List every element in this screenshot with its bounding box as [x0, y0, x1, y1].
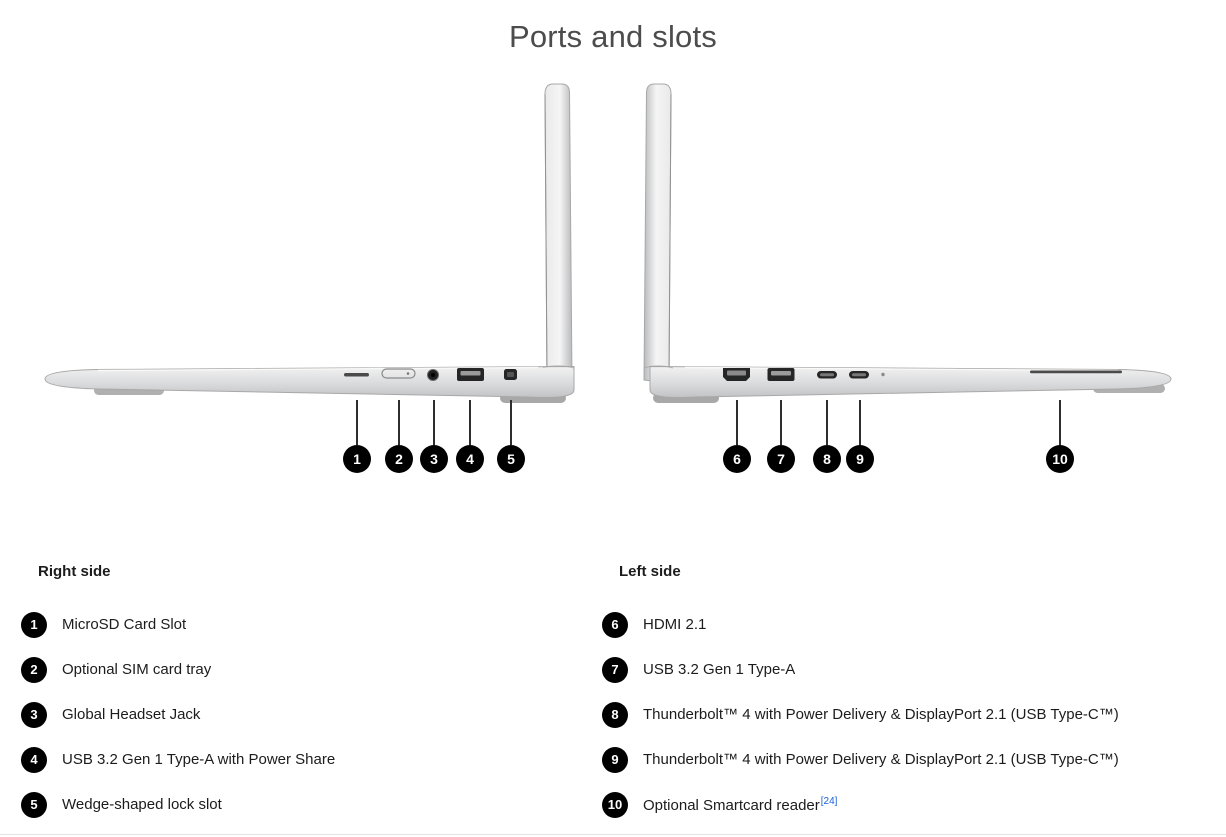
- headset-jack-hole: [431, 373, 435, 377]
- callout-3: 3: [420, 400, 448, 473]
- item-label: Thunderbolt™ 4 with Power Delivery & Dis…: [643, 751, 1119, 768]
- legend-item-10: 10 Optional Smartcard reader[24]: [602, 782, 1222, 827]
- item-label: Thunderbolt™ 4 with Power Delivery & Dis…: [643, 706, 1119, 723]
- footnote-link[interactable]: [24]: [820, 795, 838, 807]
- item-number-badge: 9: [602, 746, 628, 773]
- item-number-badge: 1: [21, 611, 47, 638]
- item-label: Optional SIM card tray: [62, 661, 212, 678]
- left-side-view-laptop-illustration: [643, 83, 1172, 403]
- microsd-card-slot: [344, 373, 369, 377]
- callout-line: [859, 400, 861, 445]
- laptop-lid: [643, 83, 672, 384]
- callout-line: [736, 400, 738, 445]
- item-label: MicroSD Card Slot: [62, 616, 187, 633]
- callout-number-7: 7: [767, 445, 795, 473]
- callout-number-4: 4: [456, 445, 484, 473]
- callout-4: 4: [456, 400, 484, 473]
- callout-10: 10: [1046, 400, 1074, 473]
- lid-screen-edge: [544, 93, 548, 379]
- item-number-badge: 4: [21, 746, 47, 773]
- hinge-shadow: [644, 365, 674, 369]
- callout-number-6: 6: [723, 445, 751, 473]
- callout-9: 9: [846, 400, 874, 473]
- callout-number-2: 2: [385, 445, 413, 473]
- legend-item-4: 4 USB 3.2 Gen 1 Type-A with Power Share: [21, 737, 586, 782]
- legend-right-side: Right side 1 MicroSD Card Slot 2 Optiona…: [21, 562, 586, 827]
- legend-item-9: 9 Thunderbolt™ 4 with Power Delivery & D…: [602, 737, 1222, 782]
- laptop-base: [44, 365, 575, 398]
- legend-header-left-side: Left side: [619, 563, 681, 580]
- legend-item-2: 2 Optional SIM card tray: [21, 647, 586, 692]
- callout-6: 6: [723, 400, 751, 473]
- callout-7: 7: [767, 400, 795, 473]
- callout-number-5: 5: [497, 445, 525, 473]
- callout-number-1: 1: [343, 445, 371, 473]
- item-label: HDMI 2.1: [643, 616, 707, 633]
- callout-number-8: 8: [813, 445, 841, 473]
- usb-c-port-2-inner: [852, 373, 866, 377]
- item-number-badge: 6: [602, 611, 628, 638]
- item-label: USB 3.2 Gen 1 Type-A with Power Share: [62, 751, 336, 768]
- legend-item-3: 3 Global Headset Jack: [21, 692, 586, 737]
- item-label: USB 3.2 Gen 1 Type-A: [643, 661, 796, 678]
- usb-a-tongue: [460, 371, 481, 376]
- sim-tray-pinhole: [406, 372, 410, 375]
- callout-2: 2: [385, 400, 413, 473]
- callout-number-3: 3: [420, 445, 448, 473]
- item-label: Wedge-shaped lock slot: [62, 796, 222, 813]
- item-number-badge: 10: [602, 791, 628, 818]
- callout-line: [780, 400, 782, 445]
- hdmi-inner: [727, 370, 746, 376]
- item-label: Optional Smartcard reader[24]: [643, 796, 837, 814]
- smartcard-reader-slot: [1030, 370, 1122, 374]
- bottom-divider: [0, 834, 1226, 835]
- callout-line: [398, 400, 400, 445]
- legend-item-1: 1 MicroSD Card Slot: [21, 602, 586, 647]
- callout-8: 8: [813, 400, 841, 473]
- lid-screen-edge: [668, 93, 672, 379]
- callout-line: [433, 400, 435, 445]
- callout-line: [356, 400, 358, 445]
- status-led-dot: [881, 372, 885, 377]
- right-side-view-laptop-illustration: [44, 83, 575, 403]
- callout-5: 5: [497, 400, 525, 473]
- usb-a-tongue: [771, 371, 791, 376]
- callout-line: [1059, 400, 1061, 445]
- item-number-badge: 5: [21, 791, 47, 818]
- deck-highlight: [684, 366, 1119, 372]
- item-number-badge: 8: [602, 701, 628, 728]
- item-number-badge: 7: [602, 656, 628, 683]
- callout-line: [469, 400, 471, 445]
- wedge-lock-slot-inner: [507, 372, 514, 377]
- legend-item-6: 6 HDMI 2.1: [602, 602, 1222, 647]
- callout-line: [510, 400, 512, 445]
- usb-c-port-1-inner: [820, 373, 834, 377]
- item-number-badge: 2: [21, 656, 47, 683]
- legend-item-8: 8 Thunderbolt™ 4 with Power Delivery & D…: [602, 692, 1222, 737]
- hinge-shadow: [542, 365, 575, 369]
- page-title: Ports and slots: [508, 19, 718, 54]
- item-label-text: Optional Smartcard reader: [643, 796, 820, 814]
- callout-1: 1: [343, 400, 371, 473]
- laptop-lid: [544, 83, 573, 384]
- callout-line: [826, 400, 828, 445]
- legend-left-side: Left side 6 HDMI 2.1 7 USB 3.2 Gen 1 Typ…: [602, 562, 1222, 827]
- item-label: Global Headset Jack: [62, 706, 201, 723]
- legend-item-7: 7 USB 3.2 Gen 1 Type-A: [602, 647, 1222, 692]
- legend-header-right-side: Right side: [38, 563, 111, 580]
- sim-card-tray: [381, 368, 416, 379]
- legend-item-5: 5 Wedge-shaped lock slot: [21, 782, 586, 827]
- item-number-badge: 3: [21, 701, 47, 728]
- callout-number-10: 10: [1046, 445, 1074, 473]
- callout-number-9: 9: [846, 445, 874, 473]
